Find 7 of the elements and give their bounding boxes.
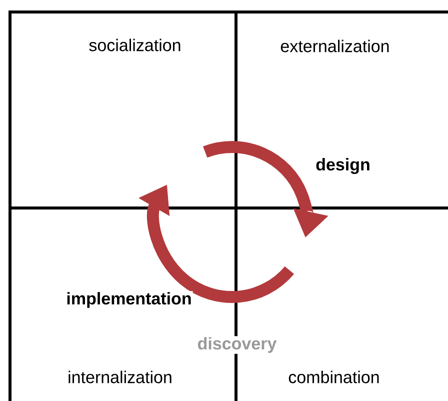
quadrant-label: externalization	[280, 40, 389, 52]
cycle-label: implementation	[65, 291, 193, 309]
cycle-label: design	[314, 157, 372, 175]
cycle-label: discovery	[196, 336, 278, 354]
quadrant-label: internalization	[68, 370, 172, 384]
quadrant-label: socialization	[89, 38, 180, 52]
quadrant-label: combination	[288, 370, 379, 384]
